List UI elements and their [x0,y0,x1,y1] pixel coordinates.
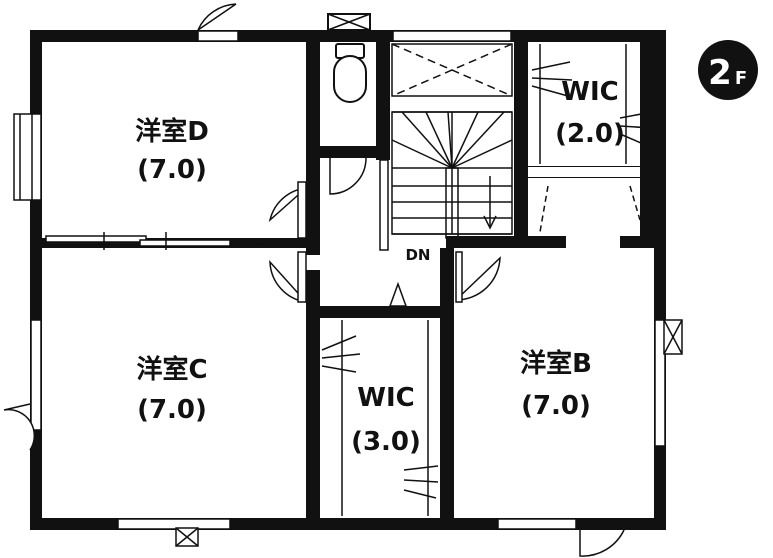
floor-badge-suffix: F [735,68,747,89]
room-d-name: 洋室D [135,116,209,147]
wic-top-size: (2.0) [555,119,625,149]
window-icon [13,113,683,547]
room-b-name: 洋室B [520,348,592,379]
stairs-down-arrow-icon [483,176,497,230]
staircase [379,111,513,251]
wic-mid-size: (3.0) [351,427,421,457]
sliding-door-d-c [45,232,300,250]
wic-top-name: WIC [561,77,618,107]
room-d-size: (7.0) [137,155,207,185]
room-c-name: 洋室C [136,354,207,385]
wic-top-hangers [531,44,653,233]
room-c-size: (7.0) [137,395,207,425]
floor-badge-number: 2 [708,53,732,93]
door-swing-icon [3,3,625,557]
floor-badge: 2 F [698,40,758,100]
wic-mid-hangers [321,320,439,516]
wic-mid-name: WIC [357,383,414,413]
closet-gaps [528,167,640,177]
stairs-dn-label: DN [405,246,430,264]
void-area [391,43,513,97]
room-b-size: (7.0) [521,391,591,421]
toilet-icon [327,13,371,103]
hall-door-marker [388,281,408,307]
